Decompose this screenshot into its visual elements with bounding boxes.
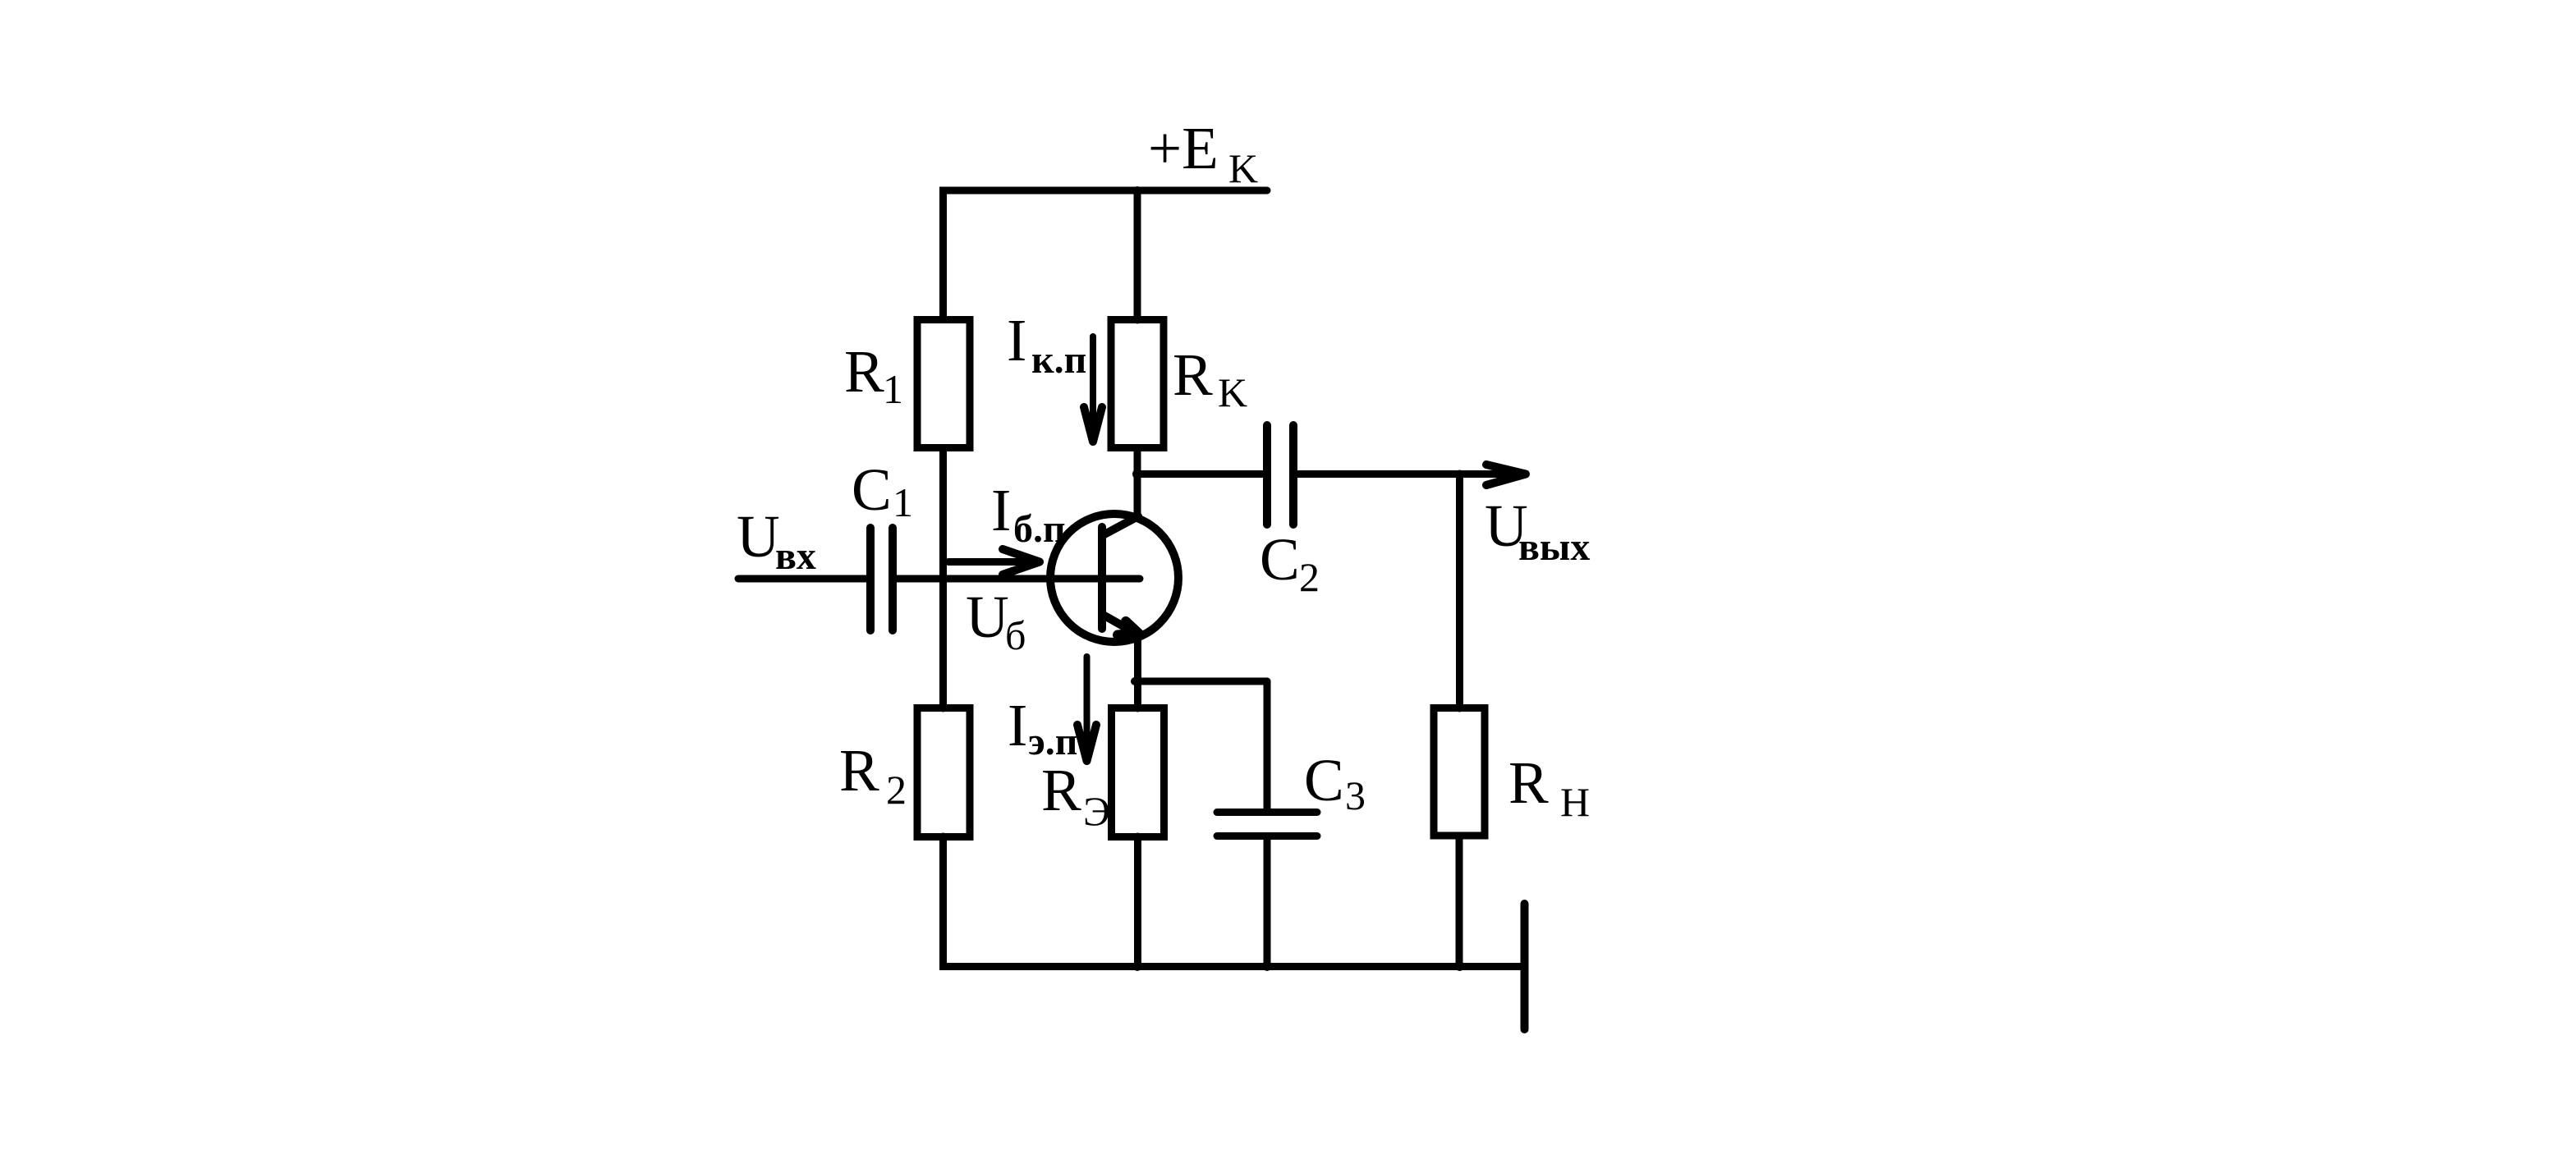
svg-text:э.п: э.п xyxy=(1028,720,1077,763)
svg-text:R: R xyxy=(844,338,884,405)
svg-text:I: I xyxy=(1007,307,1026,373)
svg-text:I: I xyxy=(991,477,1011,543)
svg-text:R: R xyxy=(839,737,879,804)
svg-text:C: C xyxy=(1304,747,1344,813)
svg-text:U: U xyxy=(1485,492,1528,559)
svg-text:1: 1 xyxy=(883,366,903,412)
svg-text:вх: вх xyxy=(775,534,816,578)
svg-text:+E: +E xyxy=(1148,115,1219,181)
svg-text:R: R xyxy=(1041,757,1081,823)
svg-text:3: 3 xyxy=(1345,772,1366,818)
svg-text:2: 2 xyxy=(1299,554,1320,600)
svg-text:2: 2 xyxy=(886,767,907,813)
svg-text:K: K xyxy=(1218,369,1247,415)
svg-text:U: U xyxy=(737,503,780,570)
svg-text:H: H xyxy=(1560,779,1590,825)
svg-text:к.п: к.п xyxy=(1031,338,1086,382)
svg-text:R: R xyxy=(1508,749,1549,816)
svg-text:K: K xyxy=(1228,145,1258,191)
svg-text:б: б xyxy=(1005,612,1026,658)
svg-text:Э: Э xyxy=(1083,788,1110,834)
svg-text:1: 1 xyxy=(893,479,913,525)
svg-text:C: C xyxy=(1260,526,1300,593)
svg-text:б.п: б.п xyxy=(1013,507,1066,551)
svg-text:вых: вых xyxy=(1518,525,1590,569)
svg-text:U: U xyxy=(966,584,1009,650)
svg-text:I: I xyxy=(1008,692,1027,758)
svg-text:C: C xyxy=(852,456,892,523)
svg-text:R: R xyxy=(1173,341,1213,408)
